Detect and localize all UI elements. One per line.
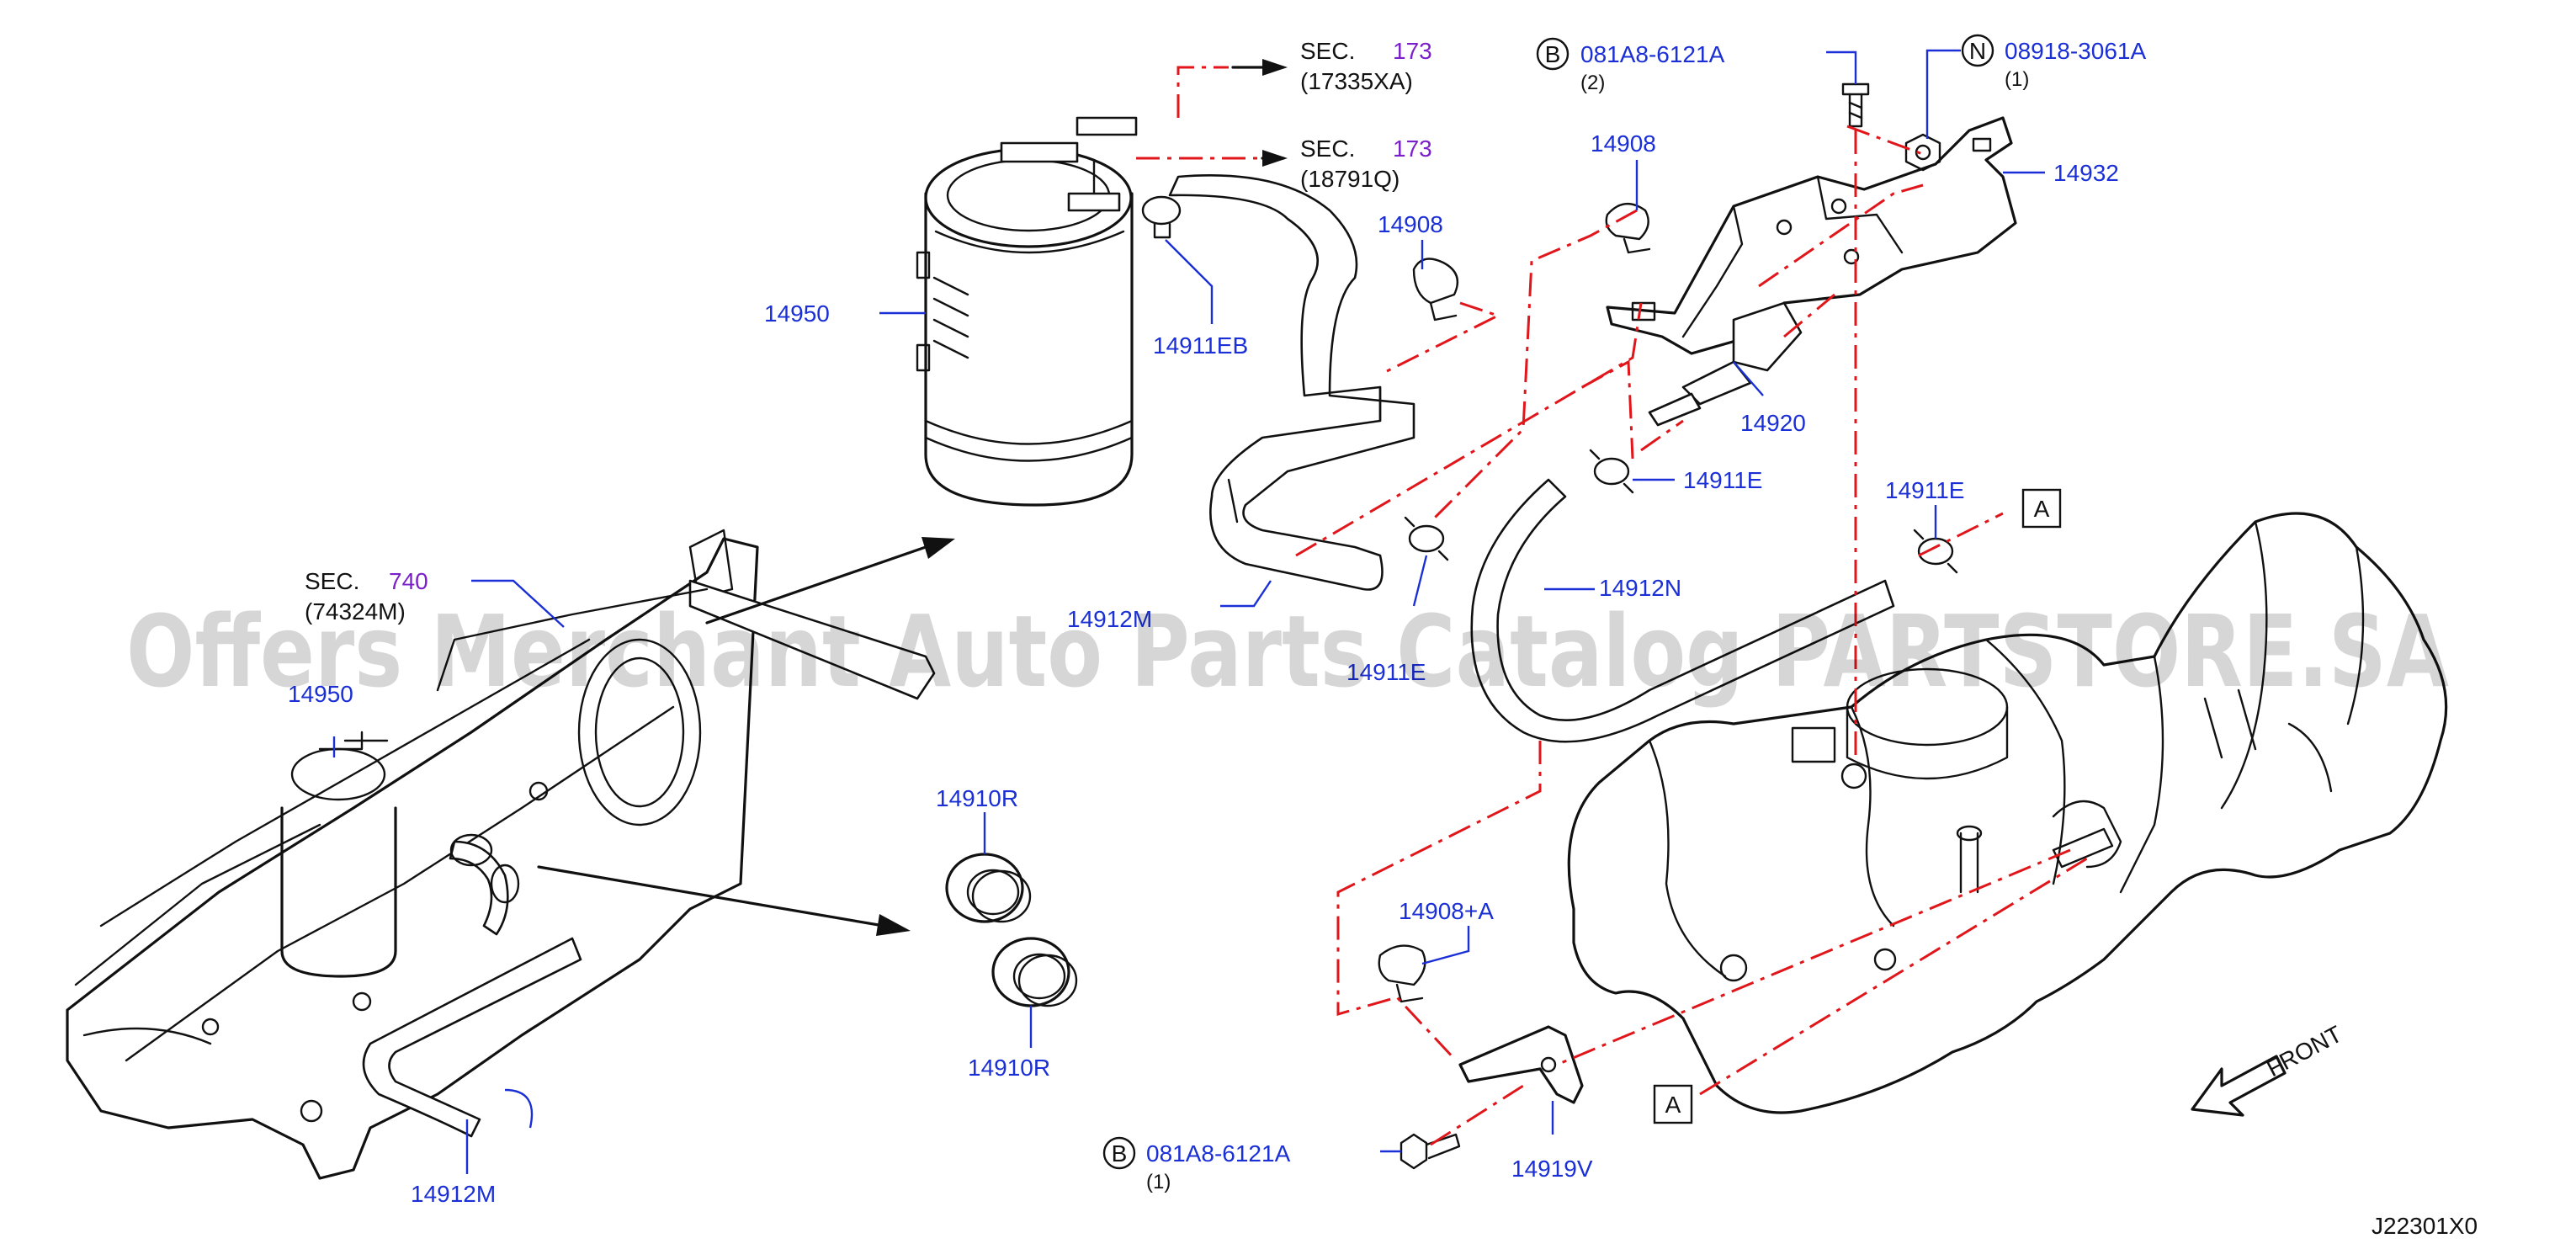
ref-marker-a-upper-text: A <box>2034 496 2050 522</box>
part-label-14911e-right[interactable]: 14911E <box>1885 477 1964 503</box>
sec-number-2[interactable]: 173 <box>1393 136 1432 162</box>
bracket-14932 <box>1606 116 2017 355</box>
part-label-14950-inset[interactable]: 14950 <box>288 681 353 707</box>
part-label-14932[interactable]: 14932 <box>2053 160 2119 186</box>
part-label-14920[interactable]: 14920 <box>1740 410 1806 436</box>
clamp-14911e-right <box>1913 529 1958 574</box>
sec-label-3: SEC. <box>305 568 359 594</box>
sec-ref-2: (18791Q) <box>1300 166 1400 192</box>
fastener-badge-3: B <box>1112 1140 1128 1167</box>
grommet-14910r-lower <box>991 937 1078 1007</box>
watermark: Offers Merchant Auto Parts Catalog PARTS… <box>126 593 2449 710</box>
part-label-14910r-lower[interactable]: 14910R <box>968 1055 1050 1081</box>
part-label-14919v[interactable]: 14919V <box>1511 1156 1593 1182</box>
fastener-badge-2: N <box>1969 38 1986 64</box>
part-label-14911e-lower[interactable]: 14911E <box>1346 659 1426 685</box>
part-label-14908-right[interactable]: 14908 <box>1591 130 1656 157</box>
fastener-part-2: 08918-3061A <box>2005 38 2146 64</box>
front-label: FRONT <box>2262 1021 2346 1082</box>
fastener-qty-2: (1) <box>2005 68 2029 91</box>
bolt-081a8-lower <box>1400 1133 1461 1170</box>
fastener-part-1: 081A8-6121A <box>1580 41 1725 67</box>
fastener-part-3: 081A8-6121A <box>1146 1140 1291 1167</box>
badge-circle-icon <box>1961 34 1994 67</box>
badge-circle-icon <box>1536 37 1570 71</box>
fastener-qty-1: (2) <box>1580 72 1605 94</box>
sec-label-1: SEC. <box>1300 38 1355 64</box>
diagram-code: J22301X0 <box>2372 1213 2478 1239</box>
part-label-14950-canister[interactable]: 14950 <box>764 300 830 327</box>
part-label-14908-left[interactable]: 14908 <box>1378 211 1443 237</box>
badge-circle-icon <box>1102 1136 1136 1170</box>
ref-marker-a-upper: A <box>2021 488 2062 529</box>
leader-lines <box>332 49 2045 1174</box>
valve-14920 <box>1648 301 1803 427</box>
part-label-14908a[interactable]: 14908+A <box>1399 898 1494 924</box>
fastener-callout-2[interactable]: N 08918-3061A (1) <box>1961 34 2146 91</box>
hose-14912n <box>1470 478 1895 743</box>
bracket-14919v <box>1458 1025 1584 1104</box>
sec-ref-1: (17335XA) <box>1300 68 1413 94</box>
nut-08918 <box>1904 133 1941 172</box>
bolt-081a8-upper <box>1841 82 1870 128</box>
fastener-callout-1[interactable]: B 081A8-6121A (2) <box>1536 37 1725 94</box>
hose-14912m-upper <box>1168 174 1415 591</box>
part-label-14910r-upper[interactable]: 14910R <box>936 785 1018 811</box>
clamp-14908-right <box>1605 203 1651 254</box>
ref-marker-a-lower: A <box>1653 1084 1693 1124</box>
fastener-qty-3: (1) <box>1146 1171 1171 1193</box>
clamp-14908a <box>1378 944 1426 1003</box>
grommet-14910r-upper <box>945 853 1032 923</box>
intake-manifold <box>1567 512 2448 1114</box>
evap-canister <box>916 116 1138 507</box>
part-label-14911eb[interactable]: 14911EB <box>1153 332 1248 359</box>
fastener-callout-3[interactable]: B 081A8-6121A (1) <box>1102 1136 1291 1193</box>
connector-lines <box>1136 66 2088 1146</box>
chassis-overview <box>66 529 936 1180</box>
sec-label-2: SEC. <box>1300 136 1355 162</box>
clamp-14911e-lower <box>1404 516 1449 561</box>
fastener-badge-1: B <box>1545 41 1561 67</box>
ref-marker-a-lower-text: A <box>1665 1092 1681 1118</box>
front-arrow-icon <box>2191 1055 2287 1117</box>
sec-number-1[interactable]: 173 <box>1393 38 1432 64</box>
sec-ref-3: (74324M) <box>305 598 406 624</box>
part-label-14912n[interactable]: 14912N <box>1599 575 1681 601</box>
part-label-14912m-lower[interactable]: 14912M <box>411 1181 496 1207</box>
sec-number-3[interactable]: 740 <box>389 568 428 594</box>
arrows <box>537 59 1288 936</box>
part-label-14912m-upper[interactable]: 14912M <box>1067 606 1152 632</box>
clamp-14908-left <box>1412 258 1458 322</box>
part-label-14911e-upper[interactable]: 14911E <box>1683 467 1762 493</box>
clamp-14911eb <box>1141 195 1182 239</box>
clamp-14911e-upper <box>1589 449 1634 494</box>
